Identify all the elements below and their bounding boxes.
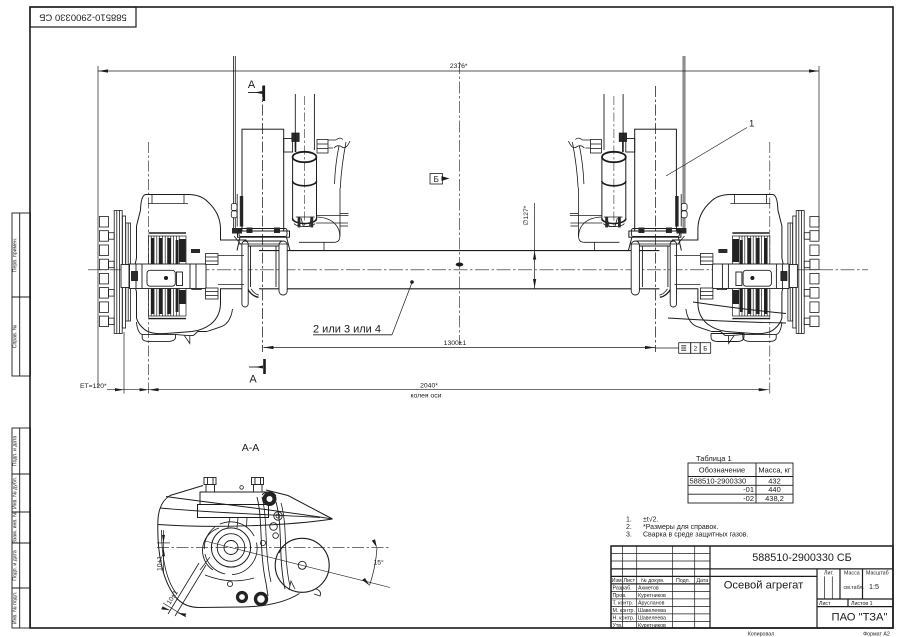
- svg-text:∅127*: ∅127*: [523, 205, 530, 225]
- svg-text:колея оси: колея оси: [411, 392, 442, 399]
- svg-text:Перв. примен.: Перв. примен.: [12, 238, 18, 273]
- svg-text:432: 432: [768, 476, 781, 485]
- svg-text:3.: 3.: [626, 532, 632, 539]
- svg-text:А: А: [248, 79, 256, 91]
- svg-text:Масса, кг: Масса, кг: [758, 466, 791, 475]
- svg-text:2.: 2.: [626, 524, 632, 531]
- svg-text:М. контр.: М. контр.: [613, 608, 635, 614]
- svg-text:440: 440: [768, 485, 781, 494]
- svg-text:Б: Б: [434, 175, 439, 184]
- svg-text:Лист: Лист: [819, 601, 831, 607]
- svg-text:Подп. и дата: Подп. и дата: [12, 550, 18, 581]
- svg-text:Подп. и дата: Подп. и дата: [12, 436, 18, 467]
- svg-text:А: А: [249, 374, 257, 386]
- svg-text:Лист: Лист: [624, 578, 636, 584]
- svg-text:Разраб.: Разраб.: [613, 585, 632, 591]
- svg-text:Изм.: Изм.: [612, 578, 623, 584]
- svg-text:Арусланов: Арусланов: [638, 600, 665, 606]
- svg-text:2040*: 2040*: [420, 382, 438, 389]
- svg-text:Куретников: Куретников: [638, 593, 666, 599]
- svg-text:Справ. №: Справ. №: [12, 324, 18, 348]
- svg-text:±t√2.: ±t√2.: [643, 516, 659, 524]
- svg-text:-02: -02: [743, 494, 754, 503]
- svg-text:2: 2: [694, 346, 698, 353]
- svg-text:Сварка в среде защитных газов.: Сварка в среде защитных газов.: [643, 532, 749, 539]
- svg-text:Листов 1: Листов 1: [851, 601, 873, 607]
- svg-text:ПАО "ТЗА": ПАО "ТЗА": [832, 612, 888, 624]
- svg-text:15°: 15°: [374, 559, 385, 567]
- svg-text:438,2: 438,2: [765, 494, 784, 503]
- svg-text:Инв. № дубл.: Инв. № дубл.: [12, 477, 18, 509]
- svg-text:Шавелеева: Шавелеева: [638, 608, 666, 614]
- svg-text:Лит.: Лит.: [824, 570, 834, 576]
- svg-text:Шавелеева: Шавелеева: [638, 615, 666, 621]
- svg-text:588510-2900330 СБ: 588510-2900330 СБ: [752, 552, 852, 564]
- svg-text:1: 1: [749, 119, 754, 130]
- svg-text:Н. контр.: Н. контр.: [613, 615, 635, 621]
- svg-text:Пров.: Пров.: [613, 593, 627, 599]
- svg-text:А-А: А-А: [242, 442, 260, 454]
- svg-text:1.: 1.: [626, 517, 632, 524]
- svg-text:Масса: Масса: [844, 570, 860, 576]
- svg-text:Куретников: Куретников: [638, 623, 666, 629]
- svg-text:Утв.: Утв.: [613, 623, 623, 629]
- svg-text:Подп.: Подп.: [676, 578, 690, 584]
- svg-text:2376*: 2376*: [450, 63, 468, 70]
- svg-text:Обозначение: Обозначение: [699, 466, 745, 475]
- svg-text:10±1: 10±1: [157, 556, 164, 571]
- svg-text:Ахметов: Ахметов: [638, 585, 659, 591]
- svg-text:Т. контр.: Т. контр.: [613, 600, 634, 606]
- svg-text:1300±1: 1300±1: [444, 340, 467, 347]
- svg-text:588510-2900330: 588510-2900330: [690, 476, 747, 485]
- svg-text:-01: -01: [743, 485, 754, 494]
- svg-text:1:5: 1:5: [869, 582, 879, 591]
- svg-text:Осевой агрегат: Осевой агрегат: [724, 580, 804, 592]
- svg-text:Взам. инв. №: Взам. инв. №: [12, 511, 18, 544]
- svg-text:Б: Б: [703, 346, 707, 353]
- svg-text:588510-2900330 СБ: 588510-2900330 СБ: [39, 12, 127, 23]
- svg-text:Формат А2: Формат А2: [863, 632, 890, 637]
- svg-text:см.табл.: см.табл.: [844, 585, 864, 591]
- svg-text:Дата: Дата: [697, 578, 709, 584]
- svg-text:Масштаб: Масштаб: [866, 570, 889, 576]
- svg-text:Копировал: Копировал: [748, 632, 775, 637]
- svg-text:№ докум.: № докум.: [641, 578, 664, 584]
- svg-text:ЕТ=120*: ЕТ=120*: [80, 383, 107, 390]
- svg-text:Таблица 1: Таблица 1: [696, 454, 732, 463]
- svg-text:Инв. № подл.: Инв. № подл.: [12, 592, 18, 624]
- svg-text:2 или 3 или 4: 2 или 3 или 4: [313, 323, 381, 335]
- svg-text:*Размеры для справок.: *Размеры для справок.: [643, 524, 718, 531]
